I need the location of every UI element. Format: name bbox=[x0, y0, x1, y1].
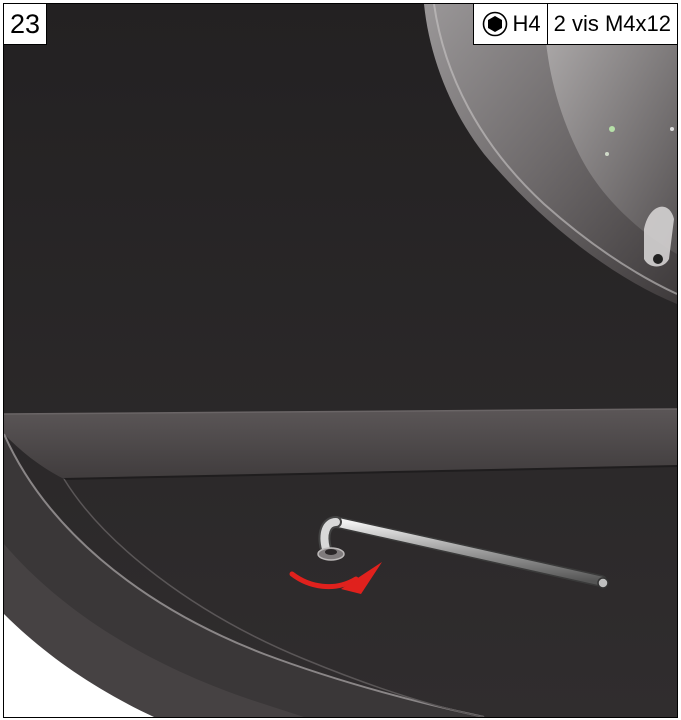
screw-head bbox=[317, 547, 345, 561]
rotate-arrow-icon bbox=[289, 562, 382, 594]
step-number: 23 bbox=[4, 4, 47, 45]
hex-key-tool bbox=[318, 516, 609, 589]
glass-bowl bbox=[424, 4, 677, 304]
screw-quantity-label: 2 vis M4x12 bbox=[553, 11, 671, 36]
tool-size-label: H4 bbox=[512, 11, 541, 36]
hardware-callout: H4 2 vis M4x12 bbox=[473, 4, 677, 45]
assembly-illustration bbox=[4, 4, 677, 717]
base-rim bbox=[4, 408, 677, 480]
instruction-panel: 23 H4 2 vis M4x12 bbox=[3, 3, 678, 718]
base-edge bbox=[4, 433, 485, 717]
screw-quantity: 2 vis M4x12 bbox=[548, 4, 677, 44]
hex-key-icon bbox=[483, 11, 508, 37]
step-number-label: 23 bbox=[9, 8, 41, 39]
tool-spec: H4 bbox=[474, 4, 548, 44]
